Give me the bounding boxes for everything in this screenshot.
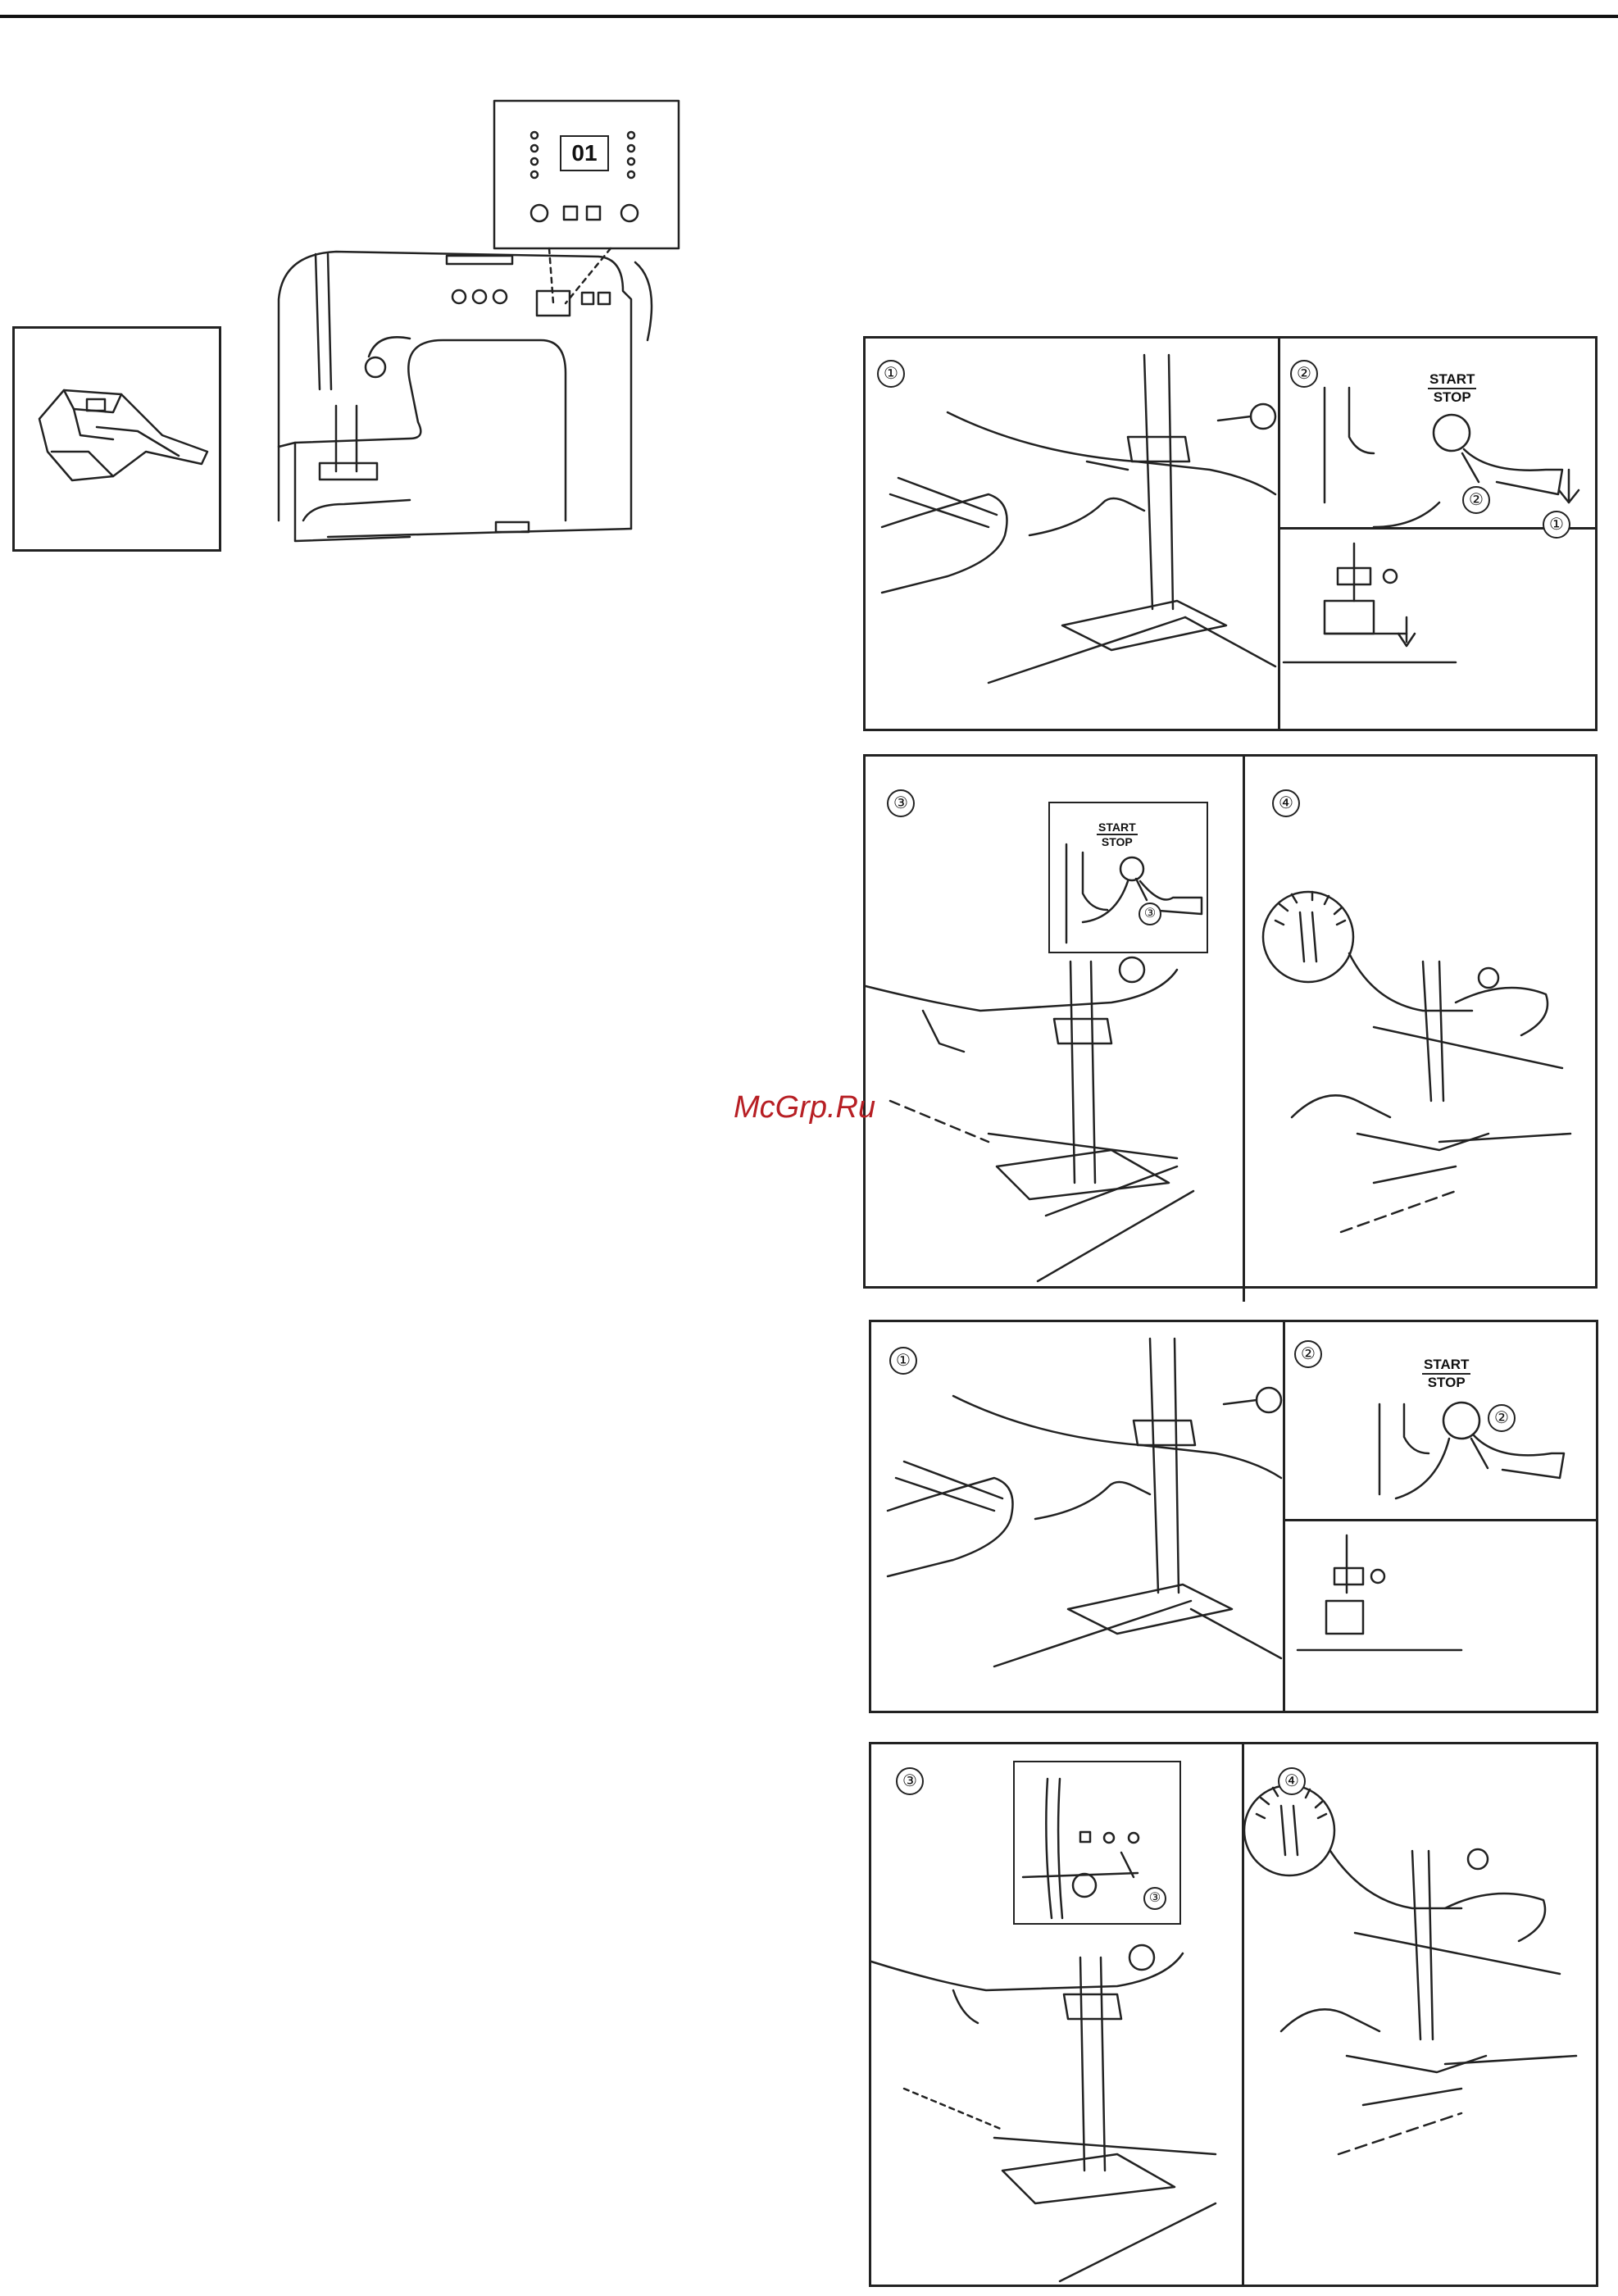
presser-foot-figure	[12, 326, 221, 552]
step-a4-drawing	[866, 757, 1595, 1286]
step-b2-number: ②	[1294, 1340, 1322, 1368]
sewing-machine-figure: 01	[246, 94, 701, 566]
callout-b3-three: ③	[1143, 1887, 1166, 1910]
step-a1-number: ①	[877, 360, 905, 388]
step-b4-number: ④	[1278, 1767, 1306, 1795]
top-rule	[0, 15, 1618, 18]
step-b4-drawing	[871, 1744, 1596, 2285]
callout-a2-two: ②	[1462, 486, 1490, 514]
step-a2-drawing	[866, 339, 1595, 729]
callout-a3-three: ③	[1139, 902, 1161, 925]
watermark: McGrp.Ru	[734, 1090, 875, 1125]
step-b3-number: ③	[896, 1767, 924, 1795]
stitch-display: 01	[560, 135, 609, 171]
step-a3-number: ③	[887, 789, 915, 817]
step-b2-drawing	[871, 1322, 1596, 1711]
callout-b2-two: ②	[1488, 1404, 1516, 1432]
panel-group-b-bottom: ③ ④ ③	[869, 1742, 1598, 2287]
step-a2-number: ②	[1290, 360, 1318, 388]
presser-foot-drawing	[15, 329, 224, 554]
callout-a2-one: ①	[1543, 511, 1570, 539]
step-a4-number: ④	[1272, 789, 1300, 817]
step-b1-number: ①	[889, 1347, 917, 1375]
sewing-machine-drawing	[246, 94, 701, 566]
